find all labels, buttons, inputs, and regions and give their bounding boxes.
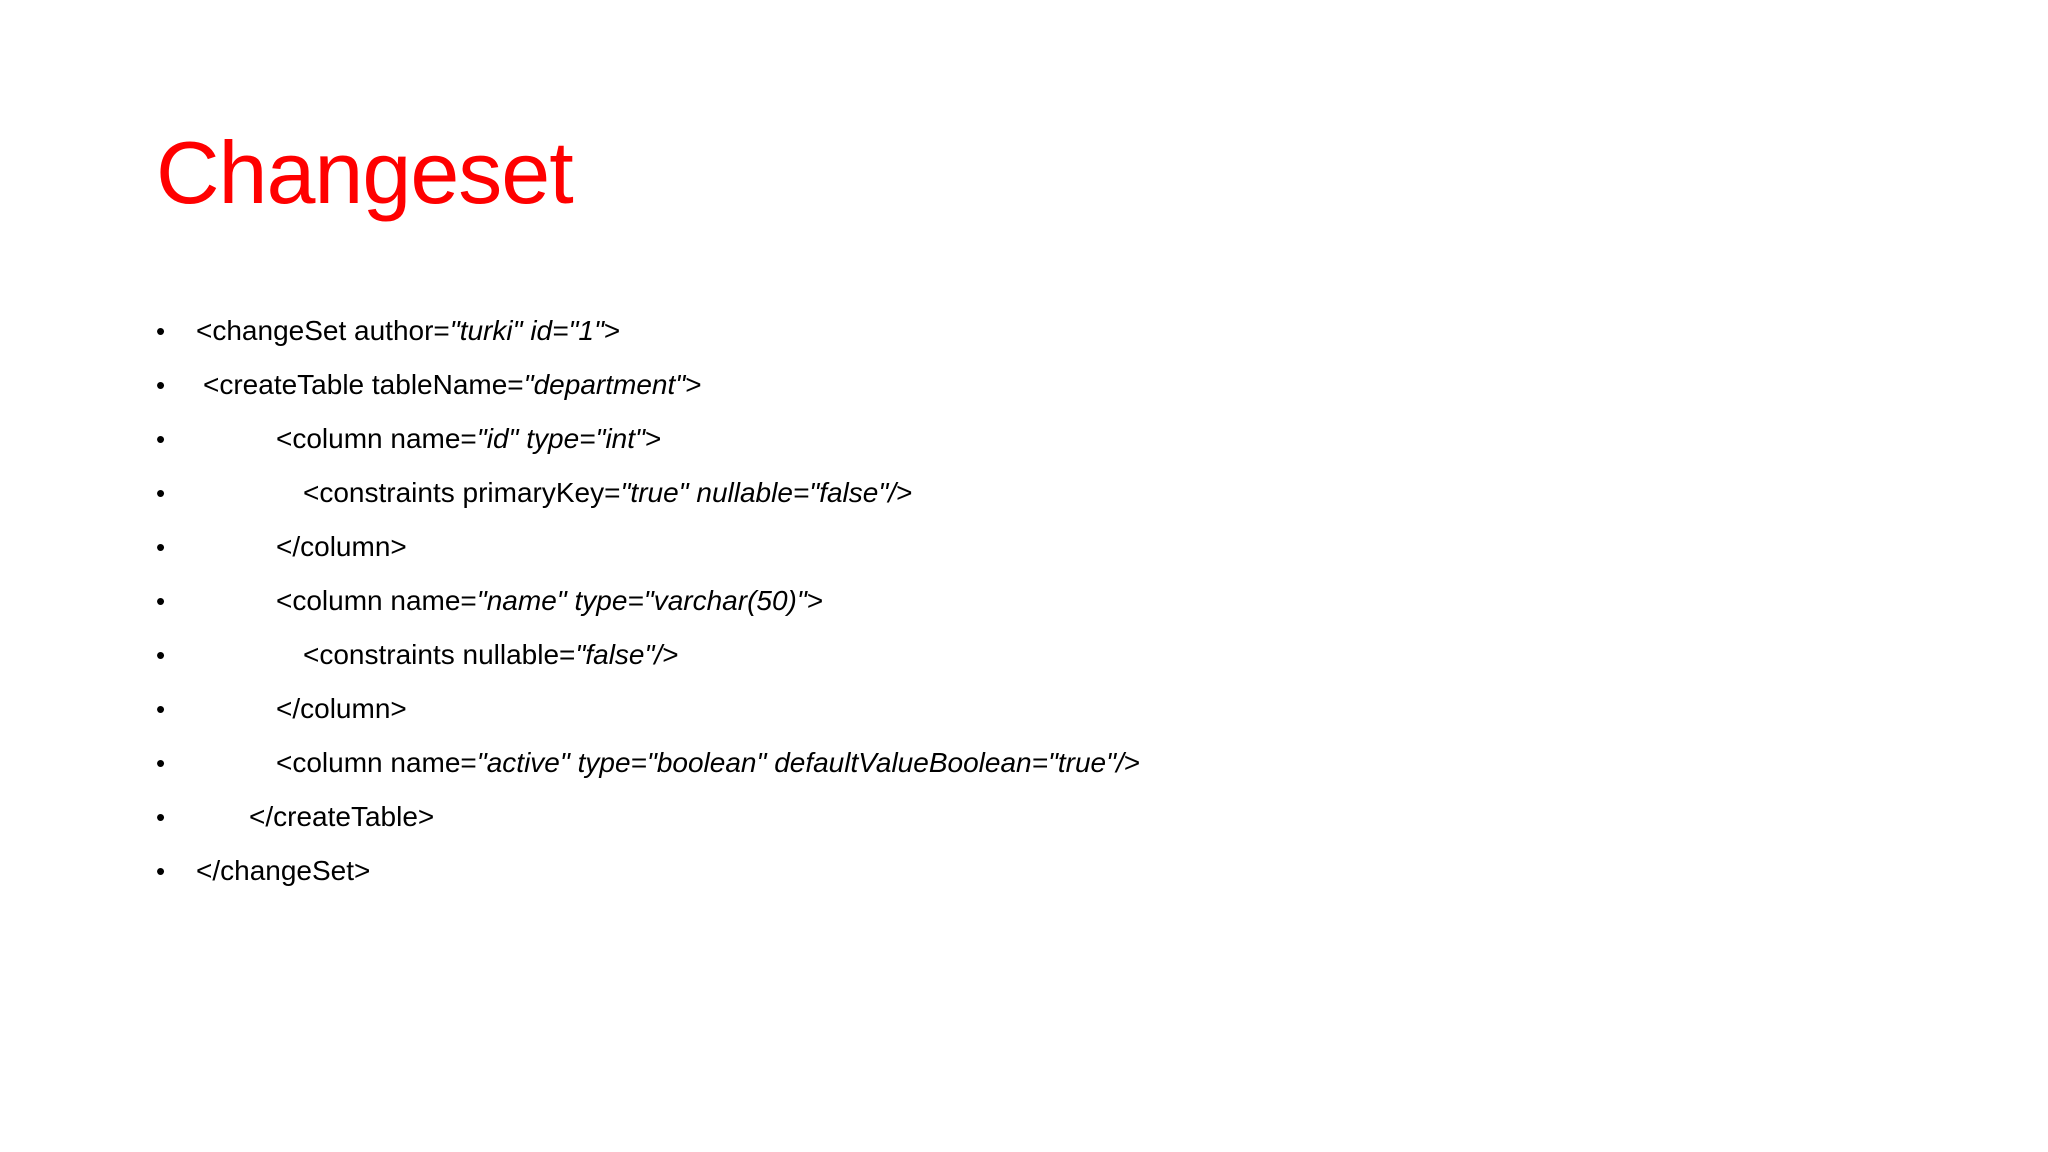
code-line: <column name="name" type="varchar(50)"> (276, 574, 823, 628)
code-line: <column name="id" type="int"> (276, 412, 661, 466)
bullet-marker: • (156, 856, 166, 886)
bullet-marker: • (156, 370, 166, 400)
code-tag-text: > (685, 369, 702, 400)
code-attribute-value: "false"/ (575, 639, 663, 670)
code-line: </createTable> (249, 790, 434, 844)
code-tag-text: > (644, 423, 662, 454)
bullet-item: • </createTable> (156, 790, 1956, 844)
bullet-item: • <column name="name" type="varchar(50)"> (156, 574, 1956, 628)
code-line: <changeSet author="turki" id="1"> (196, 304, 620, 358)
code-tag-text: <column name= (276, 747, 477, 778)
code-tag-text: </column> (276, 693, 407, 724)
code-line: </changeSet> (196, 844, 370, 898)
bullet-marker: • (156, 532, 166, 562)
code-line: </column> (276, 520, 407, 574)
code-tag-text: <changeSet author= (196, 315, 450, 346)
code-tag-text: <column name= (276, 423, 477, 454)
bullet-item: • </changeSet> (156, 844, 1956, 898)
bullet-marker: • (156, 586, 166, 616)
code-line: <constraints nullable="false"/> (303, 628, 679, 682)
bullet-marker: • (156, 640, 166, 670)
code-attribute-value: "department" (523, 369, 686, 400)
code-tag-text: <constraints nullable= (303, 639, 576, 670)
code-line: <createTable tableName="department"> (203, 358, 702, 412)
code-attribute-value: "active" type="boolean" defaultValueBool… (476, 747, 1124, 778)
code-attribute-value: "id" type="int" (476, 423, 645, 454)
bullet-item: • </column> (156, 682, 1956, 736)
bullet-item: • <column name="id" type="int"> (156, 412, 1956, 466)
code-tag-text: > (896, 477, 913, 508)
code-tag-text: </column> (276, 531, 407, 562)
code-attribute-value: "turki" id="1" (449, 315, 604, 346)
code-tag-text: > (1123, 747, 1141, 778)
bullet-marker: • (156, 424, 166, 454)
bullet-item: • <column name="active" type="boolean" de… (156, 736, 1956, 790)
code-tag-text: </changeSet> (196, 855, 371, 886)
code-tag-text: > (603, 315, 621, 346)
code-tag-text: <constraints primaryKey= (303, 477, 621, 508)
bullet-item: • <changeSet author="turki" id="1"> (156, 304, 1956, 358)
bullet-marker: • (156, 478, 166, 508)
code-line: </column> (276, 682, 407, 736)
bullet-item: • <constraints primaryKey="true" nullable… (156, 466, 1956, 520)
bullet-marker: • (156, 748, 166, 778)
bullet-item: • <constraints nullable="false"/> (156, 628, 1956, 682)
code-tag-text: </createTable> (249, 801, 435, 832)
bullet-marker: • (156, 316, 166, 346)
slide-title: Changeset (156, 123, 574, 222)
code-line: <column name="active" type="boolean" def… (276, 736, 1140, 790)
code-attribute-value: "true" nullable="false"/ (620, 477, 897, 508)
bullet-item: • <createTable tableName="department"> (156, 358, 1956, 412)
code-tag-text: <column name= (276, 585, 477, 616)
code-tag-text: > (662, 639, 679, 670)
code-tag-text: <createTable tableName= (203, 369, 524, 400)
code-attribute-value: "name" type="varchar(50)" (476, 585, 807, 616)
bullet-list: •<changeSet author="turki" id="1">•<crea… (156, 304, 1956, 898)
code-tag-text: > (806, 585, 824, 616)
bullet-marker: • (156, 802, 166, 832)
bullet-marker: • (156, 694, 166, 724)
code-line: <constraints primaryKey="true" nullable=… (303, 466, 912, 520)
bullet-item: • </column> (156, 520, 1956, 574)
